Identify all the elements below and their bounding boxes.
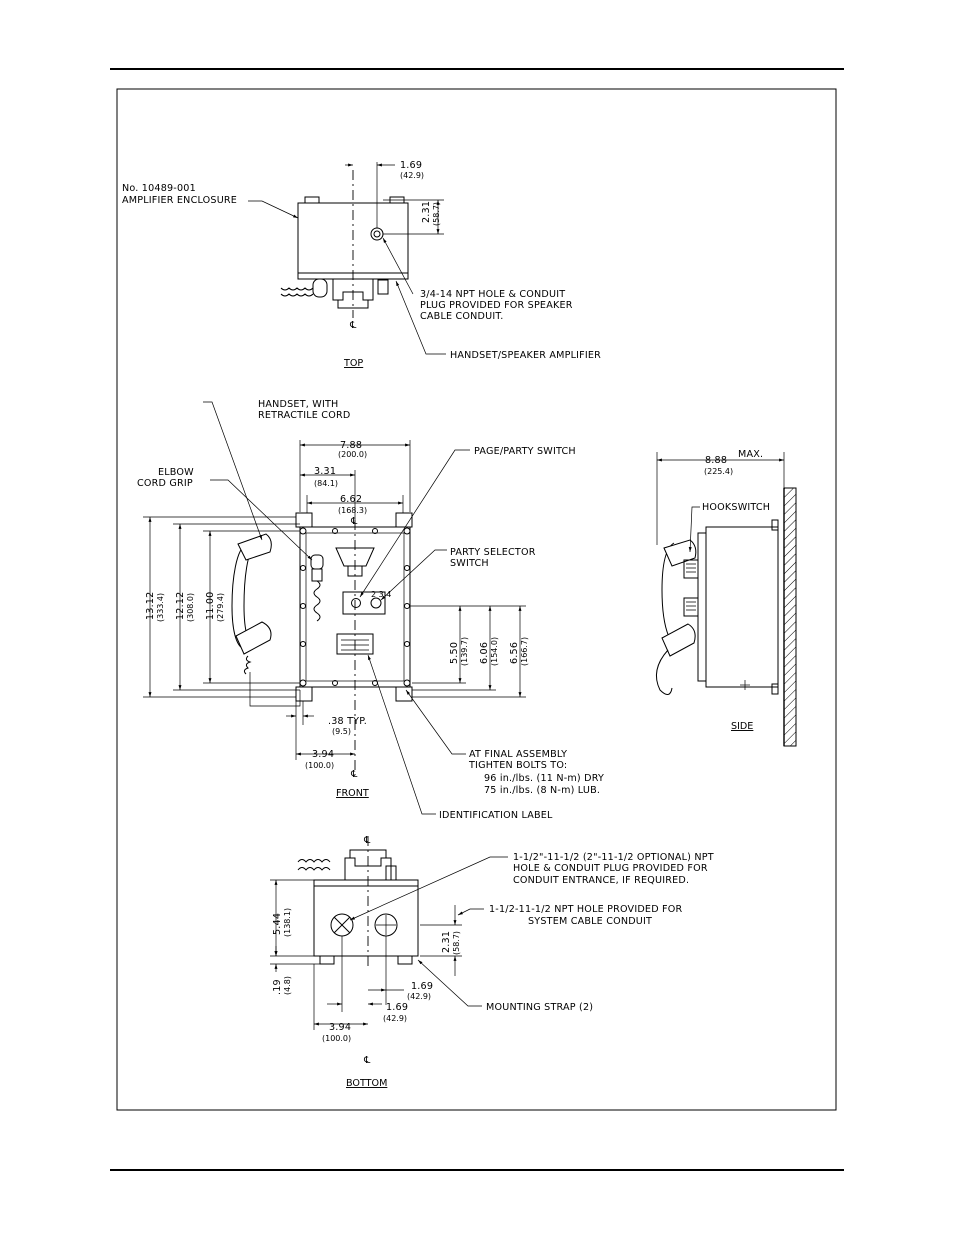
bottom-cl-bottom: ℄	[363, 1055, 371, 1066]
front-dim-331-mm: (84.1)	[314, 479, 338, 488]
front-dim-1100-mm: (279.4)	[216, 593, 225, 622]
view-label-side: SIDE	[731, 721, 753, 732]
assembly-note-1: AT FINAL ASSEMBLY	[469, 749, 567, 760]
front-dim-331: 3.31	[314, 466, 336, 477]
bottom-dim-169a-mm: (42.9)	[407, 992, 431, 1001]
party-selector-label-2: SWITCH	[450, 558, 489, 569]
bottom-dim-169b-mm: (42.9)	[383, 1014, 407, 1023]
elbow-label-2: CORD GRIP	[137, 478, 193, 489]
front-dim-1312-mm: (333.4)	[156, 593, 165, 622]
side-dim-888-mm: (225.4)	[704, 467, 733, 476]
front-cl-top: ℄	[350, 516, 358, 527]
system-hole-label-2: SYSTEM CABLE CONDUIT	[528, 916, 652, 927]
front-dim-394-mm: (100.0)	[305, 761, 334, 770]
hookswitch-label: HOOKSWITCH	[702, 502, 770, 513]
system-hole-label-1: 1-1/2-11-1/2 NPT HOLE PROVIDED FOR	[489, 904, 683, 915]
side-dim-888: 8.88	[705, 455, 727, 466]
enclosure-number-label: No. 10489-001	[122, 183, 196, 194]
bottom-dim-394: 3.94	[329, 1022, 351, 1033]
bottom-dim-169a: 1.69	[411, 981, 433, 992]
top-view: 1.69 (42.9) 2.31 (58.7) ℄ No. 10489-001 …	[122, 160, 601, 369]
front-dim-550-mm: (139.7)	[460, 637, 469, 666]
view-label-front: FRONT	[336, 788, 369, 799]
amplifier-label: HANDSET/SPEAKER AMPLIFIER	[450, 350, 601, 361]
front-dim-1100: 11.00	[205, 592, 216, 620]
front-view: 2 3 4 7.88 (200.0) 3.31 (84.1) 6.62 (168…	[137, 399, 604, 821]
view-label-bottom: BOTTOM	[346, 1078, 387, 1089]
front-dim-662-mm: (168.3)	[338, 506, 367, 515]
top-hole-label-1: 3/4-14 NPT HOLE & CONDUIT	[420, 289, 565, 300]
bottom-dim-019: .19	[272, 979, 283, 995]
bottom-dim-019-mm: (4.8)	[283, 976, 292, 995]
wall-hatch	[783, 487, 797, 747]
side-enclosure-body	[705, 526, 779, 688]
bottom-view: 5.44 (138.1) .19 (4.8) 2.31 (58.7) 1.69 …	[270, 835, 714, 1089]
front-dim-1312: 13.12	[145, 592, 156, 620]
bottom-hole-label-1: 1-1/2"-11-1/2 (2"-11-1/2 OPTIONAL) NPT	[513, 852, 714, 863]
elbow-label-1: ELBOW	[158, 467, 194, 478]
front-dim-typ: .38 TYP.	[328, 716, 367, 727]
top-hole-label-3: CABLE CONDUIT.	[420, 311, 504, 322]
party-selector-label-1: PARTY SELECTOR	[450, 547, 536, 558]
side-max-label: MAX.	[738, 449, 763, 460]
front-dim-656-mm: (166.7)	[520, 637, 529, 666]
assembly-note-4: 75 in./lbs. (8 N-m) LUB.	[484, 785, 600, 796]
handset-label-2: RETRACTILE CORD	[258, 410, 350, 421]
top-conduit-hole-icon	[370, 227, 384, 241]
enclosure-name-label: AMPLIFIER ENCLOSURE	[122, 195, 237, 206]
top-dim-231: 2.31	[421, 201, 432, 223]
top-cl: ℄	[349, 320, 357, 331]
view-label-top: TOP	[343, 358, 363, 369]
identification-label-plate	[336, 633, 374, 655]
front-dim-662: 6.62	[340, 494, 362, 505]
footer-rule	[110, 1169, 844, 1171]
bottom-dim-169b: 1.69	[386, 1002, 408, 1013]
drawing-frame	[116, 88, 837, 1111]
id-label-text: IDENTIFICATION LABEL	[439, 810, 553, 821]
top-dim-169: 1.69	[400, 160, 422, 171]
page-party-label: PAGE/PARTY SWITCH	[474, 446, 576, 457]
party-selector-switch-icon	[370, 597, 382, 609]
bottom-dim-394-mm: (100.0)	[322, 1034, 351, 1043]
assembly-note-3: 96 in./lbs. (11 N-m) DRY	[484, 773, 604, 784]
front-cl-bottom: ℄	[350, 769, 358, 780]
front-dim-606-mm: (154.0)	[490, 637, 499, 666]
bottom-dim-544-mm: (138.1)	[283, 908, 292, 937]
front-dim-788: 7.88	[340, 440, 362, 451]
front-dim-typ-mm: (9.5)	[332, 727, 351, 736]
side-view: 8.88 (225.4) MAX. HOOKSWITCH SIDE	[655, 449, 797, 747]
bottom-dim-231-mm: (58.7)	[452, 931, 461, 955]
assembly-note-2: TIGHTEN BOLTS TO:	[468, 760, 567, 771]
handset-icon	[231, 533, 301, 707]
selector-digits: 2 3 4	[371, 590, 391, 599]
bottom-hole-label-3: CONDUIT ENTRANCE, IF REQUIRED.	[513, 875, 689, 886]
header-rule	[110, 68, 844, 70]
top-dim-169-mm: (42.9)	[400, 171, 424, 180]
front-dim-606: 6.06	[479, 642, 490, 664]
top-dim-231-mm: (58.7)	[432, 202, 441, 226]
bottom-cl-top: ℄	[363, 835, 371, 846]
front-dim-1212-mm: (308.0)	[186, 593, 195, 622]
handset-label-1: HANDSET, WITH	[258, 399, 338, 410]
cover-bolts	[299, 527, 411, 687]
front-dim-394: 3.94	[312, 749, 334, 760]
bottom-dim-544: 5.44	[272, 913, 283, 935]
mounting-strap-label: MOUNTING STRAP (2)	[486, 1002, 593, 1013]
bottom-hole-label-2: HOLE & CONDUIT PLUG PROVIDED FOR	[513, 863, 708, 874]
front-dim-656: 6.56	[509, 642, 520, 664]
bottom-dim-231: 2.31	[441, 931, 452, 953]
page-party-switch-icon	[351, 598, 361, 608]
front-dim-788-mm: (200.0)	[338, 450, 367, 459]
top-hole-label-2: PLUG PROVIDED FOR SPEAKER	[420, 300, 573, 311]
side-handset-icon	[655, 539, 699, 695]
front-dim-550: 5.50	[449, 642, 460, 664]
switch-plate	[342, 591, 386, 615]
front-dim-1212: 12.12	[175, 592, 186, 620]
